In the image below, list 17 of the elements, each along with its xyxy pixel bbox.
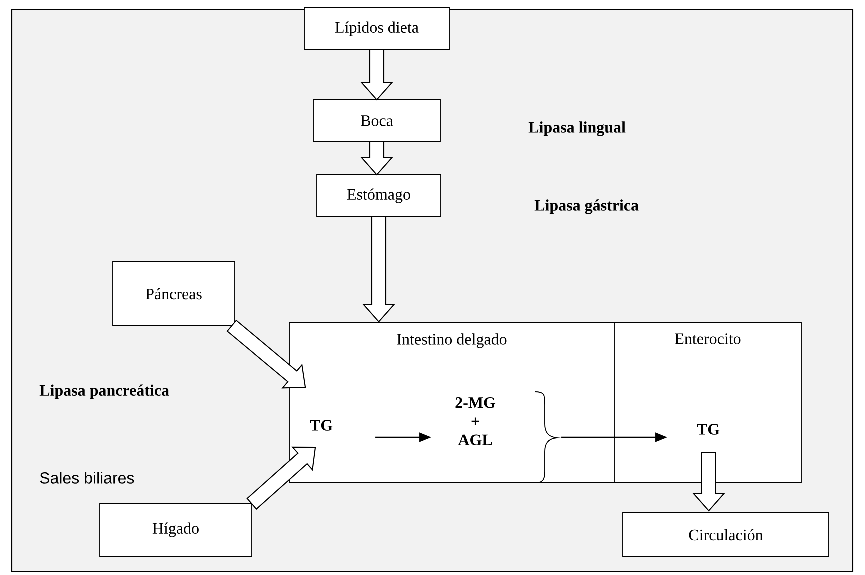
annotation-text: Lipasa pancreática [40,384,170,400]
annotation-text: Lipasa gástrica [534,200,639,214]
process-box: Boca [313,100,441,142]
process-box: Estómago [316,174,442,218]
block-arrow [360,49,394,101]
annotation-text: Sales biliares [40,472,134,484]
node-text: TG [697,424,720,435]
process-box: Páncreas [112,262,236,326]
node-text: 2-MG + AGL [456,397,496,446]
block-arrow [692,452,726,512]
process-box: Lípidos dieta [304,8,450,50]
annotation-text: Lipasa lingual [528,122,626,136]
block-arrow [360,141,394,176]
node-text: TG [310,420,333,431]
process-box: Circulación [622,512,830,558]
block-arrow [362,216,396,323]
process-box: Hígado [100,503,252,557]
